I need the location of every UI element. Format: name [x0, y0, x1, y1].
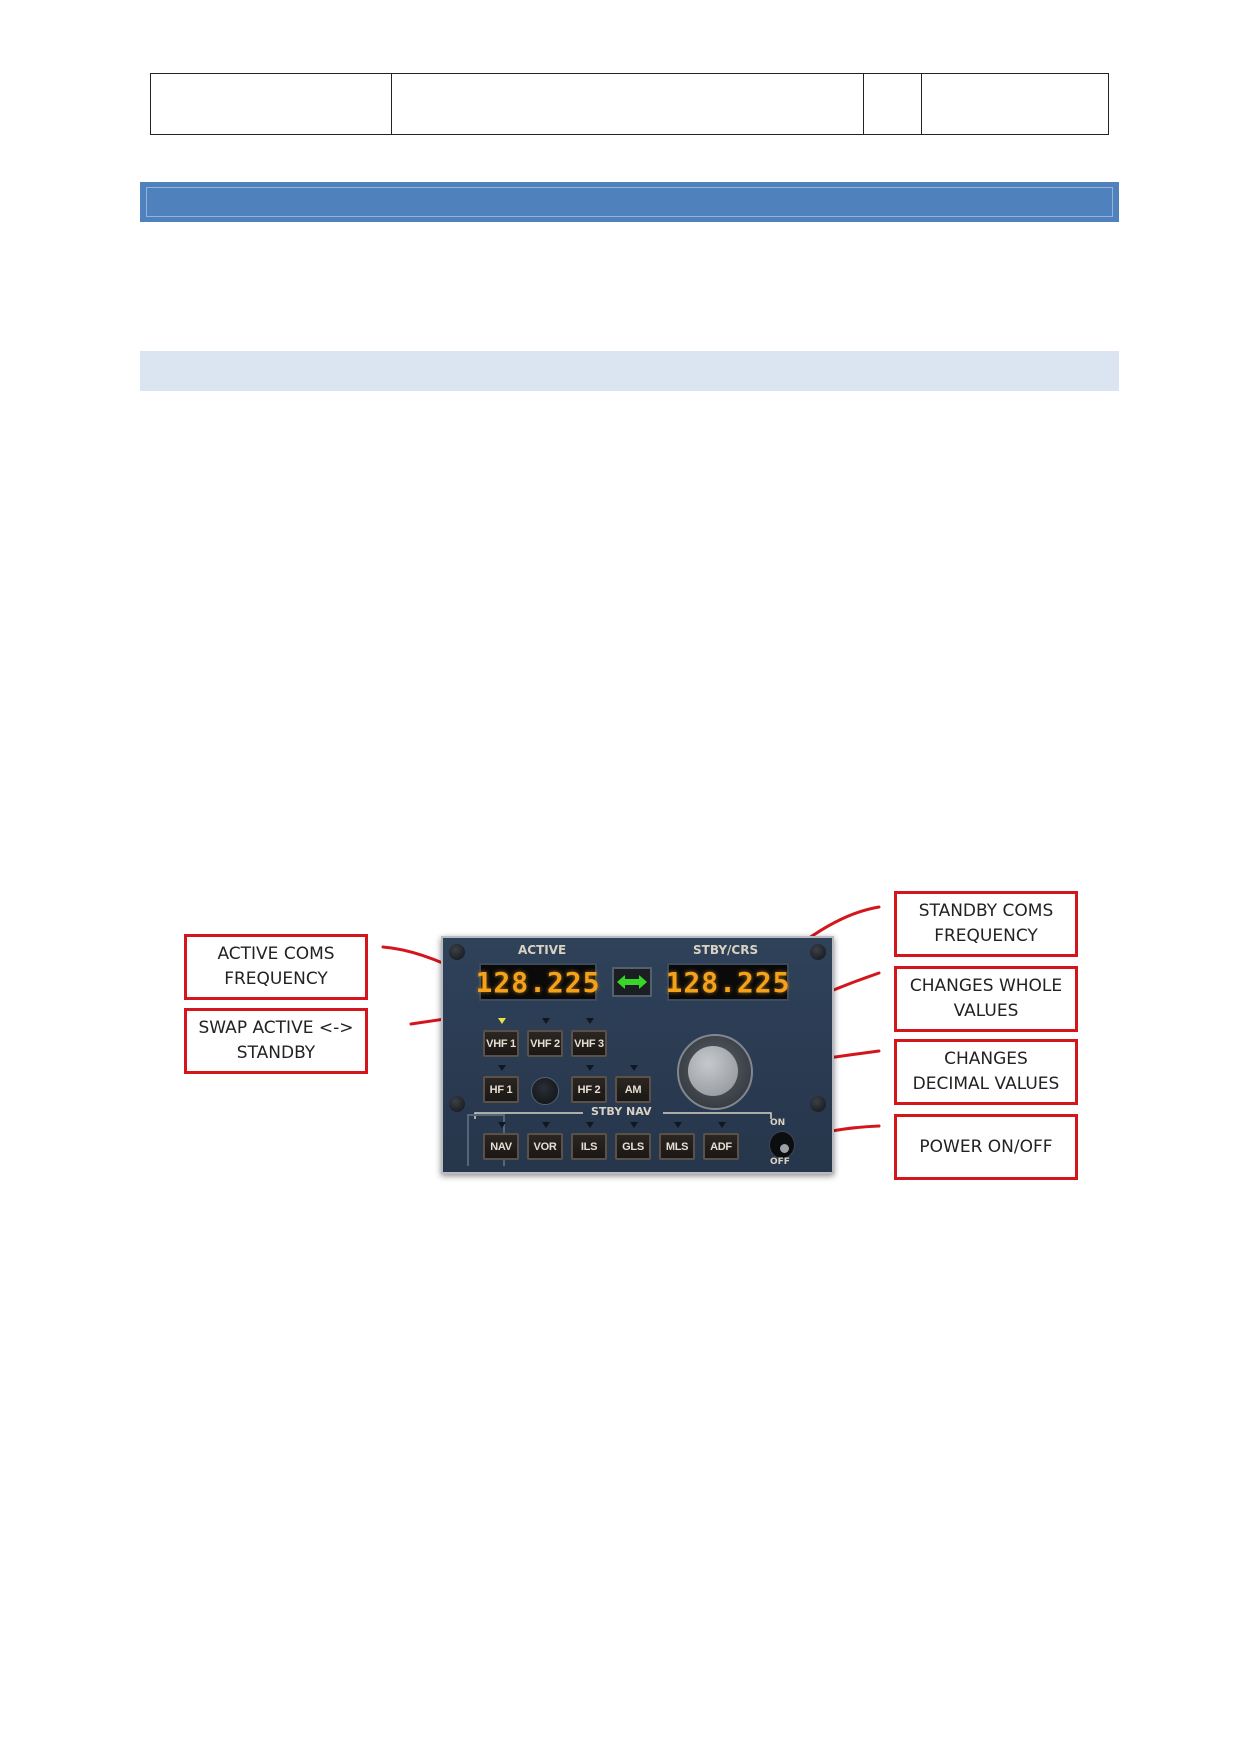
indicator	[586, 1065, 594, 1071]
ils-button[interactable]: ILS	[571, 1133, 607, 1160]
switch-toggle-tip	[780, 1144, 789, 1153]
callout-active-coms-frequency: ACTIVE COMS FREQUENCY	[184, 934, 368, 1000]
switch-on-label: ON	[770, 1118, 786, 1128]
vhf3-button[interactable]: VHF 3	[571, 1030, 607, 1057]
callout-swap-active-standby: SWAP ACTIVE <-> STANDBY	[184, 1008, 368, 1074]
selected-indicator	[498, 1018, 506, 1024]
indicator	[718, 1122, 726, 1128]
panel-screw	[449, 944, 465, 960]
indicator	[630, 1065, 638, 1071]
indicator	[498, 1065, 506, 1071]
indicator	[498, 1122, 506, 1128]
callout-standby-coms-frequency: STANDBY COMS FREQUENCY	[894, 891, 1078, 957]
mls-button[interactable]: MLS	[659, 1133, 695, 1160]
header-cell-3	[864, 74, 922, 134]
active-frequency-display: 128.225	[476, 963, 600, 1001]
header-cell-2	[392, 74, 864, 134]
am-button[interactable]: AM	[615, 1076, 651, 1103]
standby-frequency-display: 128.225	[666, 963, 790, 1001]
stby-nav-bracket	[474, 1112, 772, 1119]
vor-button[interactable]: VOR	[527, 1133, 563, 1160]
hf2-button[interactable]: HF 2	[571, 1076, 607, 1103]
switch-off-label: OFF	[770, 1157, 790, 1167]
hf1-button[interactable]: HF 1	[483, 1076, 519, 1103]
indicator	[674, 1122, 682, 1128]
indicator	[586, 1018, 594, 1024]
swap-arrows-icon	[617, 975, 647, 989]
swap-button[interactable]	[612, 967, 652, 997]
indicator	[542, 1122, 550, 1128]
blank-plug	[531, 1077, 559, 1105]
header-table	[150, 73, 1109, 135]
subsection-heading-bar	[140, 351, 1119, 391]
indicator	[586, 1122, 594, 1128]
vhf1-button[interactable]: VHF 1	[483, 1030, 519, 1057]
adf-button[interactable]: ADF	[703, 1133, 739, 1160]
panel-screw	[810, 1096, 826, 1112]
radio-tuning-panel: ACTIVE STBY/CRS 128.225 128.225 VHF 1 VH…	[441, 936, 834, 1174]
nav-button[interactable]: NAV	[483, 1133, 519, 1160]
callout-changes-decimal-values: CHANGES DECIMAL VALUES	[894, 1039, 1078, 1105]
panel-screw	[810, 944, 826, 960]
indicator	[542, 1018, 550, 1024]
callout-power-on-off: POWER ON/OFF	[894, 1114, 1078, 1180]
section-heading-bar	[140, 182, 1119, 222]
vhf2-button[interactable]: VHF 2	[527, 1030, 563, 1057]
callout-changes-whole-values: CHANGES WHOLE VALUES	[894, 966, 1078, 1032]
stby-crs-label: STBY/CRS	[693, 943, 759, 957]
panel-screw	[449, 1096, 465, 1112]
stby-nav-label: STBY NAV	[591, 1105, 652, 1118]
header-cell-1	[151, 74, 392, 134]
power-switch[interactable]	[769, 1131, 795, 1159]
indicator	[630, 1122, 638, 1128]
gls-button[interactable]: GLS	[615, 1133, 651, 1160]
inner-tuning-knob[interactable]	[688, 1046, 738, 1096]
active-label: ACTIVE	[518, 943, 567, 957]
